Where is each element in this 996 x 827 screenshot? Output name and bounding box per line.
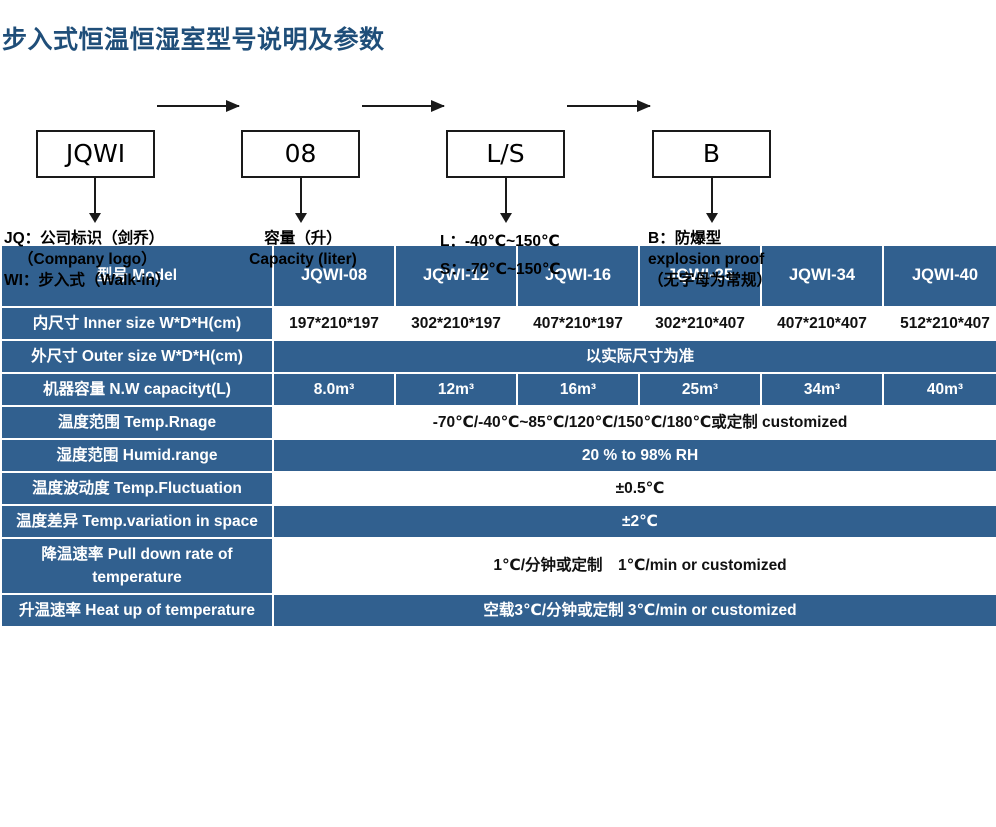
table-cell: 407*210*197 <box>518 307 638 339</box>
table-cell-merged: ±0.5℃ <box>274 472 996 504</box>
flow-box-capacity: 08 <box>241 129 360 178</box>
table-cell: 40m³ <box>884 373 996 405</box>
table-cell: 302*210*197 <box>396 307 516 339</box>
flow-note-line: JQ：公司标识（剑乔） <box>4 229 165 247</box>
table-cell-merged: 20 % to 98% RH <box>274 439 996 471</box>
table-header-model: JQWI-16 <box>518 245 638 306</box>
arrow-down-icon-1 <box>89 177 101 223</box>
table-row-label: 湿度范围 Humid.range <box>2 439 272 471</box>
table-header-label: 型号 Model <box>2 245 272 306</box>
table-row: 温度差异 Temp.variation in space±2℃ <box>2 505 996 537</box>
flow-box-label: JQWI <box>65 139 126 168</box>
table-cell-merged: 空载3℃/分钟或定制 3℃/min or customized <box>274 594 996 626</box>
table-header-model: JQWI-12 <box>396 245 516 306</box>
flow-note-line: （无字母为常规） <box>648 271 773 289</box>
table-cell: 302*210*407 <box>640 307 760 339</box>
table-header-model: JQWI-08 <box>274 245 394 306</box>
table-cell: 34m³ <box>762 373 882 405</box>
flow-note-line: （Company logo） <box>18 250 157 268</box>
flow-box-jqwi: JQWI <box>36 129 155 178</box>
arrow-right-icon-3 <box>567 99 651 112</box>
table-row-label: 外尺寸 Outer size W*D*H(cm) <box>2 340 272 372</box>
table-cell: 25m³ <box>640 373 760 405</box>
table-row-label: 内尺寸 Inner size W*D*H(cm) <box>2 307 272 339</box>
arrow-right-icon-1 <box>157 99 240 112</box>
flow-note-line: S：-70℃~150℃ <box>440 260 561 278</box>
table-row-label: 降温速率 Pull down rate of temperature <box>2 538 272 593</box>
table-row: 温度波动度 Temp.Fluctuation±0.5℃ <box>2 472 996 504</box>
table-cell: 197*210*197 <box>274 307 394 339</box>
table-cell-merged: -70℃/-40℃~85℃/120℃/150℃/180℃或定制 customiz… <box>274 406 996 438</box>
arrow-right-icon-2 <box>362 99 445 112</box>
table-header-model: JQWI-40 <box>884 245 996 306</box>
page-root: 步入式恒温恒湿室型号说明及参数 JQWI 08 L/S B JQ：公司标识（剑乔… <box>0 17 996 628</box>
table-cell: 407*210*407 <box>762 307 882 339</box>
flow-note-capacity: 容量（升） Capacity (liter) <box>228 228 378 270</box>
flow-box-temprange: L/S <box>446 129 565 178</box>
table-cell: 512*210*407 <box>884 307 996 339</box>
table-header-model: JQWI-34 <box>762 245 882 306</box>
table-cell-merged: 以实际尺寸为准 <box>274 340 996 372</box>
flow-note-line: Capacity (liter) <box>249 250 357 268</box>
table-row-label: 升温速率 Heat up of temperature <box>2 594 272 626</box>
table-header-model: JQWI-25 <box>640 245 760 306</box>
flow-box-label: 08 <box>284 139 317 168</box>
table-cell: 12m³ <box>396 373 516 405</box>
page-title: 步入式恒温恒湿室型号说明及参数 <box>2 25 385 54</box>
table-row-label: 温度波动度 Temp.Fluctuation <box>2 472 272 504</box>
arrow-down-icon-2 <box>295 177 307 223</box>
flow-box-label: B <box>702 139 721 168</box>
table-row-label: 机器容量 N.W capacityt(L) <box>2 373 272 405</box>
flow-note-explosion: B：防爆型 explosion proof （无字母为常规） <box>648 228 772 291</box>
table-cell: 16m³ <box>518 373 638 405</box>
arrow-down-icon-4 <box>706 177 718 223</box>
arrow-down-icon-3 <box>500 177 512 223</box>
flow-note-line: explosion proof <box>648 250 765 268</box>
table-row-label: 温度差异 Temp.variation in space <box>2 505 272 537</box>
flow-note-temprange: L：-40℃~150℃ S：-70℃~150℃ <box>440 228 561 284</box>
table-cell-merged: 1℃/分钟或定制 1℃/min or customized <box>274 538 996 593</box>
table-row-label: 温度范围 Temp.Rnage <box>2 406 272 438</box>
table-row: 外尺寸 Outer size W*D*H(cm)以实际尺寸为准 <box>2 340 996 372</box>
table-cell: 8.0m³ <box>274 373 394 405</box>
flow-note-jqwi: JQ：公司标识（剑乔） （Company logo） WI：步入式（Walk-i… <box>4 228 170 291</box>
flow-box-label: L/S <box>486 139 525 168</box>
flow-note-line: L：-40℃~150℃ <box>440 232 560 250</box>
table-row: 温度范围 Temp.Rnage-70℃/-40℃~85℃/120℃/150℃/1… <box>2 406 996 438</box>
flow-note-line: B：防爆型 <box>648 229 722 247</box>
table-cell-merged: ±2℃ <box>274 505 996 537</box>
flow-note-line: WI：步入式（Walk-in） <box>4 271 171 289</box>
flow-box-explosion: B <box>652 129 771 178</box>
flow-note-line: 容量（升） <box>264 229 342 247</box>
model-code-diagram: JQWI 08 L/S B JQ：公司标识（剑乔） （Company logo）… <box>0 76 996 289</box>
